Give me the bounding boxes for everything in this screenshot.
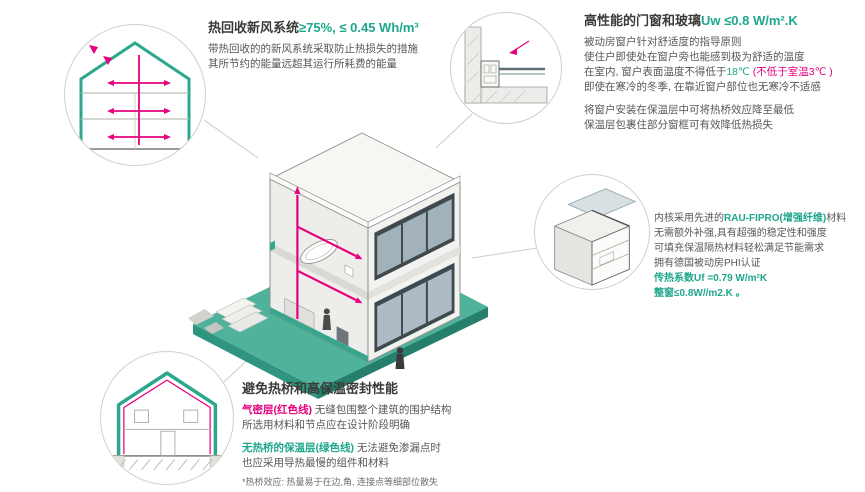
insulation-line-green — [116, 371, 218, 456]
leader-line-profile — [471, 247, 538, 259]
ground-hatch — [116, 459, 213, 471]
hrv-body: 带热回收的的新风系统采取防止热损失的措施 其所节约的能量远超其运行所耗费的能量 — [208, 42, 419, 72]
profile-line2: 无需额外补强,具有超强的稳定性和强度 — [654, 228, 827, 239]
glass-pane — [567, 188, 637, 218]
insulation-rest: 无法避免渗漏点时 — [354, 442, 441, 455]
insulation-band — [270, 307, 368, 362]
sliding-door-glass — [377, 269, 452, 348]
isometric-house-illustration — [188, 132, 488, 399]
window-corner-detail-drawing — [464, 26, 548, 104]
profile-line1: 内核采用先进的RAU-FIPRO(增强纤维)材料 — [654, 211, 846, 226]
windows-line2: 使住户即使处在窗户旁也能感到极为舒适的温度 — [584, 51, 805, 64]
upper-window-glass — [377, 199, 452, 276]
thermal-insulation-paragraph: 无热桥的保温层(绿色线) 无法避免渗漏点时 也应采用导热最慢的组件和材料 — [242, 441, 451, 471]
stone — [204, 322, 224, 334]
profile-uw-value: 整窗≤0.8W//m2.K 。 — [654, 288, 746, 299]
windows-line4: 即使在寒冷的冬季, 在靠近窗户部位也无寒冷不适感 — [584, 80, 821, 93]
window-opening — [183, 409, 199, 423]
frame-profile — [480, 60, 500, 88]
floor-slab — [270, 243, 368, 300]
windows-text-block: 高性能的门窗和玻璃Uw ≤0.8 W/m².K 被动房窗户针对舒适度的指导原则 … — [584, 13, 833, 133]
window-opening — [134, 409, 149, 423]
profile-material-name: RAU-FIPRO(增强纤维) — [724, 213, 827, 224]
thermal-section-drawing — [113, 371, 221, 471]
flat-roof — [268, 132, 462, 229]
airtight-label: 气密层(红色线) — [242, 404, 312, 417]
profile-line4: 拥有德国被动房PHI认证 — [654, 258, 761, 269]
windows-line1: 被动房窗户针对舒适度的指导原则 — [584, 36, 742, 49]
washbasin — [344, 264, 354, 278]
thermal-insulation-line2: 也应采用导热最慢的组件和材料 — [242, 456, 389, 469]
thermal-footnote: *热桥效应: 热量易于在边,角, 连接点等细部位散失 — [242, 476, 439, 487]
duct-drawing — [113, 55, 165, 145]
profile-line1-a: 内核采用先进的 — [654, 213, 724, 224]
detail-arrow — [509, 40, 530, 55]
hrv-title: 热回收新风系统≥75%, ≤ 0.45 Wh/m³ — [208, 20, 419, 36]
thermal-body: 气密层(红色线) 无缝包围整个建筑的围护结构 所选用材料和节点应在设计阶段明确 … — [242, 403, 451, 488]
person-indoor — [322, 308, 331, 330]
leader-line-hrv — [203, 119, 259, 159]
ventilation-ducts — [296, 195, 357, 319]
profile-uf-value: 传热系数Uf =0.79 W/m²K — [654, 273, 768, 284]
window-profile-drawing — [553, 188, 637, 286]
profile-text-block: 内核采用先进的RAU-FIPRO(增强纤维)材料 无需额外补强,具有超强的稳定性… — [654, 211, 846, 301]
duct-arrows — [294, 186, 363, 304]
airtight-line-red — [123, 379, 211, 455]
windows-title-value: Uw ≤0.8 W/m².K — [701, 13, 798, 28]
thermal-text-block: 避免热桥和高保温密封性能 气密层(红色线) 无缝包围整个建筑的围护结构 所选用材… — [242, 381, 451, 489]
hrv-section-drawing — [79, 41, 191, 151]
door-opening — [160, 430, 176, 457]
airtight-rest: 无缝包围整个建筑的围护结构 — [312, 404, 452, 417]
thermal-airtight-line: 气密层(红色线) 无缝包围整个建筑的围护结构 — [242, 403, 451, 418]
glazed-facade — [367, 181, 461, 363]
windows-p2-line2: 保温层包裹住部分窗框可有效降低热损失 — [584, 118, 773, 131]
hrv-text-block: 热回收新风系统≥75%, ≤ 0.45 Wh/m³ 带热回收的的新风系统采取防止… — [208, 20, 419, 72]
profile-callout-circle — [534, 174, 650, 290]
hrv-body-line2: 其所节约的能量远超其运行所耗费的能量 — [208, 58, 397, 71]
wall-sections — [464, 26, 548, 104]
thermal-insulation-line: 无热桥的保温层(绿色线) 无法避免渗漏点时 — [242, 441, 451, 456]
foundation — [113, 455, 221, 471]
appliance — [336, 326, 349, 347]
windows-line3-temp: 18℃ — [726, 66, 750, 79]
thermal-callout-circle — [100, 351, 234, 485]
kitchen-counter — [284, 297, 315, 330]
person-outdoor — [395, 347, 405, 369]
profile-block — [553, 209, 631, 286]
insulation-label: 无热桥的保温层(绿色线) — [242, 442, 354, 455]
windows-paragraph2: 将窗户安装在保温层中可将热桥效应降至最低 保温层包裹住部分窗框可有效降低热损失 — [584, 103, 833, 133]
outdoor-steps — [215, 297, 269, 333]
thermal-airtight-line2: 所选用材料和节点应在设计阶段明确 — [242, 419, 410, 432]
windows-line3-a: 在室内, 窗户表面温度不得低于 — [584, 66, 727, 79]
windows-line3: 在室内, 窗户表面温度不得低于18℃ (不低于室温3℃ ) — [584, 65, 833, 80]
windows-line3-note: (不低于室温3℃ ) — [749, 66, 833, 79]
profile-line3: 可填充保温隔热材料轻松满足节能需求 — [654, 243, 824, 254]
window-corner-callout-circle — [450, 12, 562, 124]
windows-title-text: 高性能的门窗和玻璃 — [584, 13, 702, 28]
airflow-arrows — [89, 45, 171, 140]
hrv-title-value: ≥75%, ≤ 0.45 Wh/m³ — [299, 20, 419, 35]
windows-body: 被动房窗户针对舒适度的指导原则 使住户即使处在窗户旁也能感到极为舒适的温度 在室… — [584, 35, 833, 132]
hrv-body-line1: 带热回收的的新风系统采取防止热损失的措施 — [208, 43, 418, 56]
windows-p2-line1: 将窗户安装在保温层中可将热桥效应降至最低 — [584, 103, 794, 116]
profile-line1-c: 材料 — [826, 213, 847, 224]
hrv-title-text: 热回收新风系统 — [208, 20, 300, 35]
leader-line-corner — [435, 113, 473, 149]
hrv-callout-circle — [64, 24, 206, 166]
thermal-title: 避免热桥和高保温密封性能 — [242, 381, 399, 396]
glazing-lines — [499, 67, 545, 75]
windows-title: 高性能的门窗和玻璃Uw ≤0.8 W/m².K — [584, 13, 833, 29]
stone — [188, 309, 214, 325]
